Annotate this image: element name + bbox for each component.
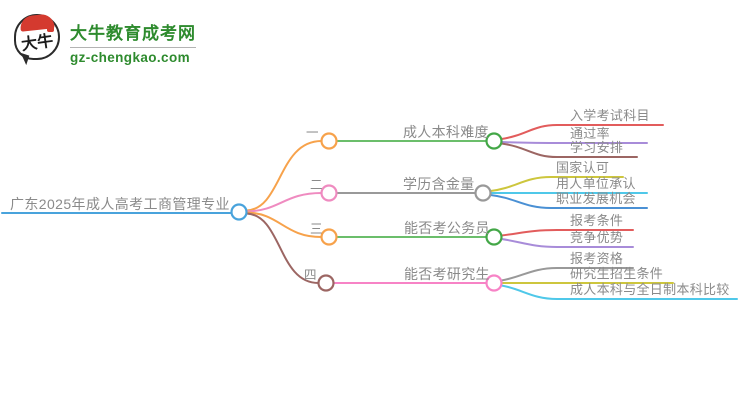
branch-1-number-label: 一 [306,126,319,140]
logo-title: 大牛教育成考网 [70,19,196,48]
branch-3-child-2-label[interactable]: 竞争优势 [570,230,624,245]
branch-2-topic-circle[interactable] [474,184,492,202]
branch-4-topic-circle[interactable] [485,274,503,292]
branch-2-topic-label[interactable]: 学历含金量 [403,176,475,192]
logo-domain: gz-chengkao.com [70,50,191,65]
branch-3-child-1-line [500,229,634,237]
branch-1-topic-circle[interactable] [485,132,503,150]
branch-1-child-3-label[interactable]: 学习安排 [570,140,624,155]
logo-text-block: 大牛教育成考网 gz-chengkao.com [70,14,196,65]
branch-3-child-2-line [500,238,634,248]
branch-1-child-3-line [500,142,638,158]
branch-4-child-3-line [500,284,738,300]
branch-4-topic-label[interactable]: 能否考研究生 [404,266,490,282]
branch-3-topic-label[interactable]: 能否考公务员 [404,220,490,236]
branch-4-number-circle[interactable] [317,274,335,292]
branch-4-child-1-line [500,267,634,282]
branch-2-child-3-line [489,194,648,209]
branch-1-curve [245,140,323,212]
branch-4-child-2-label[interactable]: 研究生招生条件 [570,266,664,281]
logo-mark: 大牛 [14,13,60,66]
logo-seal-shape [47,23,54,32]
branch-2-child-1-line [489,176,624,192]
branch-2-child-3-label[interactable]: 职业发展机会 [556,191,636,206]
branch-3-topic-circle[interactable] [485,228,503,246]
branch-1-child-1-label[interactable]: 入学考试科目 [570,108,650,123]
branch-2-number-label: 二 [310,178,323,192]
branch-4-number-label: 四 [304,268,317,282]
branch-1-child-2-line [500,141,648,144]
branch-3-number-circle[interactable] [320,228,338,246]
branch-1-number-circle[interactable] [320,132,338,150]
root-node-circle[interactable] [230,203,248,221]
branch-2-child-2-label[interactable]: 用人单位承认 [556,176,636,191]
branch-1-child-2-label[interactable]: 通过率 [570,126,610,141]
branch-4-child-1-label[interactable]: 报考资格 [570,251,624,266]
branch-4-child-3-label[interactable]: 成人本科与全日制本科比较 [570,282,730,297]
site-logo[interactable]: 大牛 大牛教育成考网 gz-chengkao.com [14,13,196,66]
branch-2-number-circle[interactable] [320,184,338,202]
branch-1-topic-label[interactable]: 成人本科难度 [403,124,489,140]
branch-2-child-1-label[interactable]: 国家认可 [556,160,610,175]
branch-3-number-label: 三 [310,222,323,236]
branch-4-curve [245,212,320,284]
logo-tail-shape [17,52,30,66]
branch-2-curve [245,192,323,213]
branch-3-child-1-label[interactable]: 报考条件 [570,213,624,228]
branch-3-curve [245,211,323,238]
root-node-label[interactable]: 广东2025年成人高考工商管理专业 [10,196,230,212]
branch-1-child-1-line [500,124,664,140]
logo-mark-text: 大牛 [20,32,55,55]
